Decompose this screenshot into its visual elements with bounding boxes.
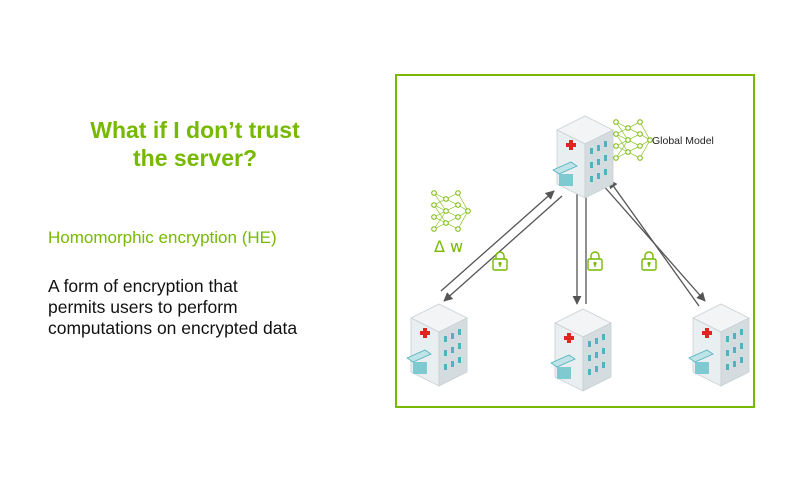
- lock-icon: [587, 251, 603, 271]
- hospital-building-icon: [688, 303, 750, 387]
- he-description-line-2: permits users to perform: [48, 297, 238, 317]
- delta-w-label: Δ w: [434, 237, 464, 256]
- upload-arrow-right: [608, 179, 700, 307]
- he-heading: Homomorphic encryption (HE): [48, 228, 277, 247]
- neural-network-icon: [431, 190, 471, 232]
- lock-icon: [641, 251, 657, 271]
- global-model-label: Global Model: [652, 135, 714, 147]
- upload-arrow-left: [440, 190, 555, 292]
- federated-diagram: Global Model Δ w: [395, 74, 755, 408]
- slide-title-line-1: What if I don’t trust: [90, 117, 300, 143]
- he-description-line-1: A form of encryption that: [48, 276, 238, 296]
- he-description-line-3: computations on encrypted data: [48, 318, 298, 338]
- he-description: A form of encryption that permits users …: [48, 276, 297, 339]
- server-building-icon: [552, 115, 614, 199]
- slide-title-line-2: the server?: [132, 145, 257, 171]
- diagram-canvas: [406, 115, 750, 392]
- hospital-building-icon: [550, 308, 612, 392]
- download-arrow-left: [443, 195, 563, 302]
- hospital-building-icon: [406, 303, 468, 387]
- neural-network-icon: [613, 119, 653, 161]
- arrow-group: [440, 179, 706, 307]
- slide-title: What if I don’t trust the server?: [40, 116, 350, 172]
